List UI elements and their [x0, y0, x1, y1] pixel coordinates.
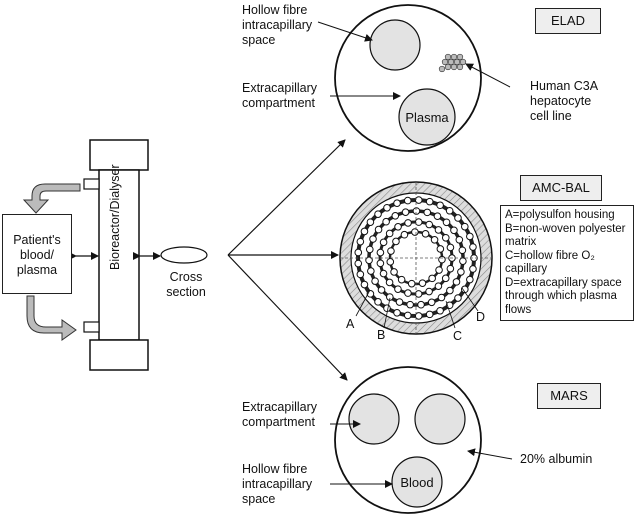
mars-hollow-fibre-label: Hollow fibre intracapillary space [242, 462, 313, 506]
elad-label: ELAD [535, 8, 601, 34]
amc-letter-b: B [377, 328, 386, 342]
elad-cross-section [334, 4, 482, 152]
elad-cells-label: Human C3A hepatocyte cell line [530, 79, 599, 123]
inflow-arrow-icon [26, 295, 77, 341]
elad-plasma-circle [398, 88, 456, 146]
hepatocyte-cluster-icon [438, 53, 467, 73]
elad-hollow-fibre-label: Hollow fibre intracapillary space [242, 3, 313, 47]
amc-letter-c: C [453, 329, 463, 343]
device-label: Bioreactor/Dialyser [108, 164, 122, 270]
legend-item-d: D=extracapillary space through which pla… [505, 276, 622, 316]
legend-item-c: C=hollow fibre O₂ capillary [505, 249, 595, 276]
patient-box: Patient's blood/ plasma [2, 214, 72, 294]
cross-section-label: Cross section [166, 270, 206, 299]
amc-letter-d: D [476, 310, 486, 324]
elad-hollow-fibre [369, 19, 421, 71]
bioreactor-device [83, 139, 149, 371]
amc-bal-cross-section [339, 181, 493, 335]
elad-extracap-label: Extracapillary compartment [242, 81, 318, 110]
mars-albumin-label: 20% albumin [520, 452, 593, 466]
outflow-arrow-icon [22, 183, 81, 214]
legend-item-b: B=non-woven polyester matrix [505, 222, 626, 249]
amc-letter-a: A [346, 317, 355, 331]
cross-section-ellipse [160, 246, 208, 264]
elad-plasma-label: Plasma [405, 110, 449, 125]
mars-cross-section [334, 366, 482, 514]
mars-blood-label: Blood [400, 475, 434, 490]
mars-extracap-label: Extracapillary compartment [242, 400, 318, 429]
amc-bal-legend: A=polysulfon housing B=non-woven polyest… [500, 205, 634, 321]
mars-label: MARS [537, 383, 601, 409]
legend-item-a: A=polysulfon housing [505, 209, 615, 221]
amc-bal-label: AMC-BAL [520, 175, 602, 201]
